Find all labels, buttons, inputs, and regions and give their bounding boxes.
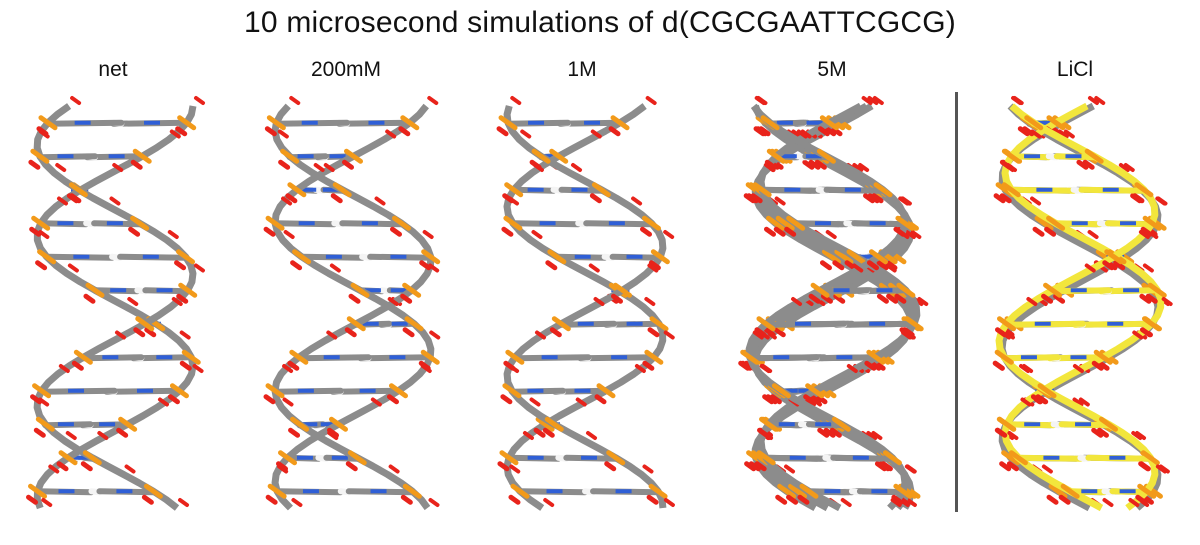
dna-structure-200mm xyxy=(238,88,468,528)
dna-structure-5m xyxy=(718,88,948,528)
panel-label-200mm: 200mM xyxy=(310,58,382,81)
panel-label-5m: 5M xyxy=(817,58,847,81)
panel-label-licl: LiCl xyxy=(1056,58,1094,81)
helix-layer xyxy=(496,96,675,511)
dna-helix-licl xyxy=(992,96,1173,512)
helix-layer xyxy=(26,96,205,511)
helix-layer xyxy=(738,96,929,512)
panel-divider xyxy=(955,92,958,512)
dna-helix-net xyxy=(26,96,205,511)
helix-layer xyxy=(992,96,1173,512)
dna-structure-net xyxy=(0,88,230,528)
panel-label-net: net xyxy=(98,58,128,81)
dna-structure-1m xyxy=(470,88,700,528)
dna-helix-1m xyxy=(496,96,675,511)
panel-label-1m: 1M xyxy=(567,58,597,81)
dna-structure-licl xyxy=(965,88,1195,528)
figure-title: 10 microsecond simulations of d(CGCGAATT… xyxy=(244,6,956,39)
dna-helix-5m xyxy=(738,96,929,512)
dna-helix-200mm xyxy=(263,96,441,511)
helix-layer xyxy=(263,96,441,511)
